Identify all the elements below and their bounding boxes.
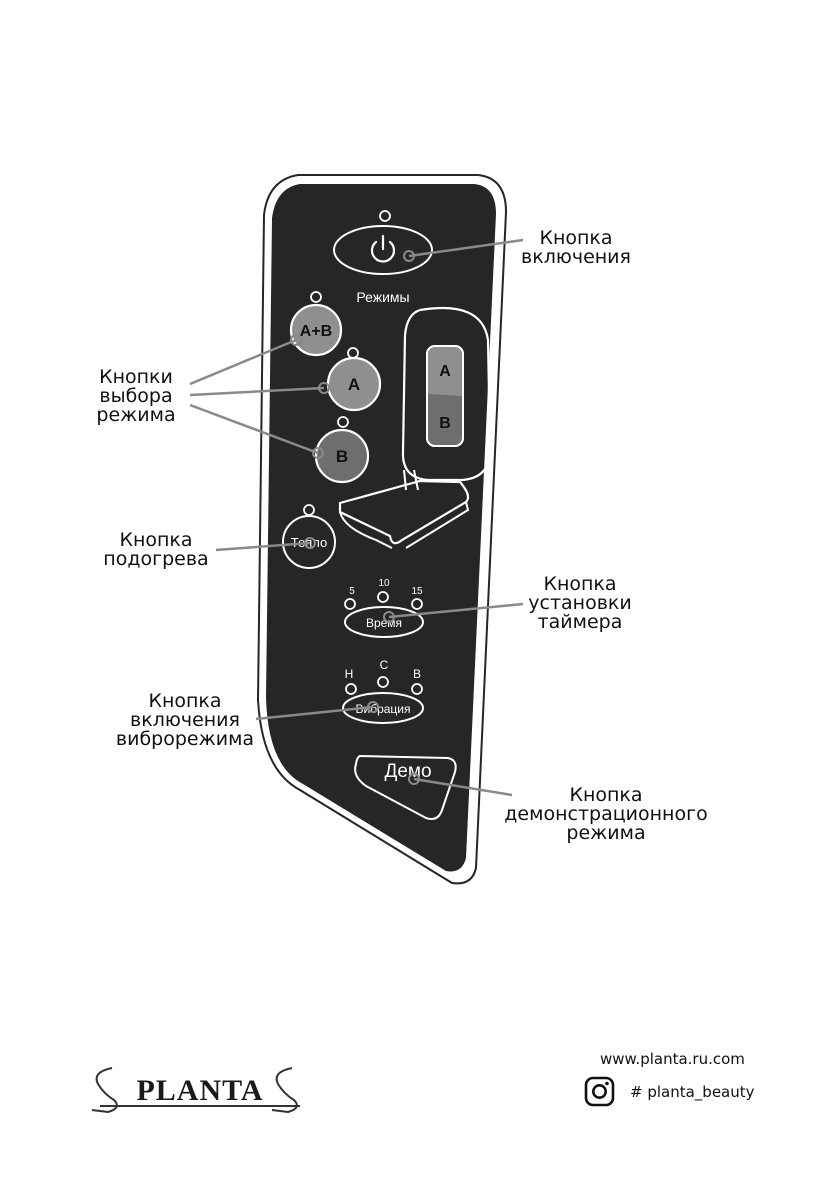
mode-b-led	[337, 416, 349, 428]
vibration-level-high: В	[413, 667, 421, 681]
instagram-icon	[584, 1076, 615, 1107]
callout-demo: Кнопка демонстрационного режима	[504, 784, 708, 844]
vibration-led-low	[345, 683, 357, 695]
callout-line-heat	[215, 541, 311, 552]
callout-vibration: Кнопка включения виброрежима	[115, 690, 255, 750]
callout-lines	[189, 238, 524, 797]
power-icon	[370, 234, 396, 263]
vibration-button[interactable]: Вибрация	[342, 692, 424, 724]
callout-timer: Кнопка установки таймера	[528, 573, 632, 633]
callout-line-timer	[388, 602, 524, 619]
vibration-label: Вибрация	[355, 702, 410, 716]
planta-logo: PLANTA	[91, 1067, 300, 1114]
vibration-level-medium: С	[380, 658, 389, 672]
mode-b-button[interactable]: B	[314, 428, 370, 484]
planta-logo-text: PLANTA	[136, 1074, 263, 1107]
vibration-led-medium	[377, 676, 389, 688]
time-level-15: 15	[411, 586, 423, 597]
callout-line-demo	[413, 777, 513, 797]
power-button[interactable]	[333, 225, 433, 275]
callout-mode: Кнопки выбора режима	[96, 366, 176, 426]
time-led-15	[411, 598, 423, 610]
mode-b-label: B	[336, 447, 348, 466]
time-button[interactable]: Время	[344, 606, 424, 638]
mode-ab-led	[310, 291, 322, 303]
callout-heat: Кнопка подогрева	[103, 529, 209, 570]
callout-line-vibration	[255, 705, 374, 721]
mode-ab-button[interactable]: A+B	[289, 303, 343, 357]
time-level-10: 10	[378, 578, 390, 589]
demo-button[interactable]: Демо	[354, 754, 457, 820]
power-led	[379, 210, 391, 222]
mode-a-button[interactable]: A	[326, 356, 382, 412]
hashtag-text: # planta_beauty	[630, 1083, 755, 1101]
time-led-10	[377, 591, 389, 603]
callout-points	[290, 250, 420, 785]
mode-ab-label: A+B	[300, 323, 332, 340]
modes-label: Режимы	[356, 289, 409, 305]
massage-chair-illustration	[338, 306, 492, 549]
callout-line-mode-ab	[189, 338, 297, 386]
callout-power: Кнопка включения	[521, 227, 631, 268]
time-level-5: 5	[349, 586, 355, 597]
vibration-led-high	[411, 683, 423, 695]
vibration-level-low: Н	[345, 667, 354, 681]
mode-a-label: A	[348, 375, 360, 394]
time-led-5	[344, 598, 356, 610]
website-link[interactable]: www.planta.ru.com	[600, 1050, 745, 1068]
callout-line-power	[408, 238, 524, 258]
callout-line-mode-b	[189, 403, 319, 455]
chair-zone-b-label: B	[439, 415, 451, 432]
demo-label: Демо	[384, 761, 431, 782]
chair-zone-a-label: A	[439, 363, 451, 380]
callout-line-mode-a	[189, 386, 325, 397]
